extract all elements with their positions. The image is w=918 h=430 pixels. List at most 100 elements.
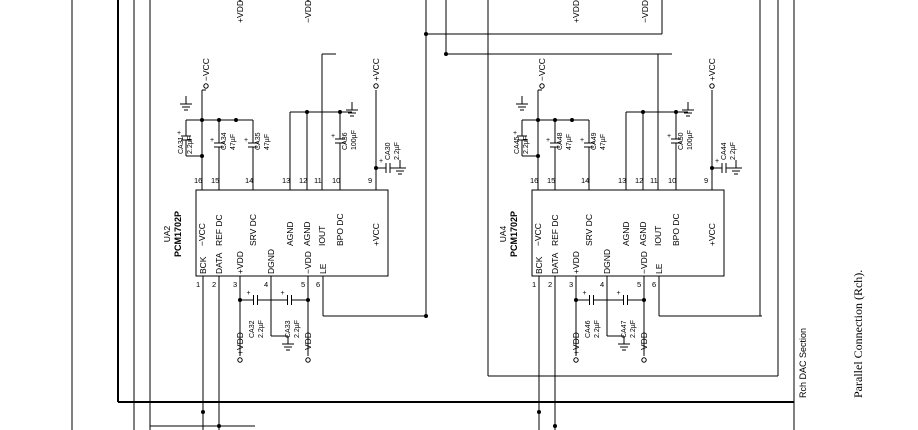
cap-value: 47µF (566, 134, 573, 150)
pin-num: 3 (569, 280, 573, 289)
pin-name: IOUT (317, 226, 327, 246)
pin-name: −VDD (303, 251, 313, 274)
cap-ref: CA35 (255, 132, 262, 150)
top-vdd-label-2: +VDD (571, 0, 581, 23)
top-vdd-label: +VDD (235, 0, 245, 23)
pin-num: 1 (196, 280, 200, 289)
cap-ref: CA44 (721, 142, 728, 160)
chip-body (531, 189, 725, 277)
pin-name: SRV DC (584, 214, 594, 246)
cap-value: 100µF (687, 130, 694, 150)
pin-name: SRV DC (248, 214, 258, 246)
svg-text:+: + (583, 290, 587, 297)
svg-text:+: + (210, 137, 214, 144)
pin-num: 9 (368, 176, 372, 185)
cap-value: 47µF (230, 134, 237, 150)
pin-num: 2 (212, 280, 216, 289)
pin-name: DATA (550, 252, 560, 274)
pin-num: 4 (264, 280, 268, 289)
cap-value: 47µF (600, 134, 607, 150)
pin-num: 4 (600, 280, 604, 289)
pin-num: 16 (530, 176, 538, 185)
chip-ref: UA2 (162, 225, 172, 242)
pin-name: AGND (285, 221, 295, 246)
pin-num: 14 (581, 176, 589, 185)
cap-ref: CA32 (249, 320, 256, 338)
pin-name: REF DC (214, 214, 224, 246)
pin-num: 15 (211, 176, 219, 185)
pin-name: DATA (214, 252, 224, 274)
pin-num: 3 (233, 280, 237, 289)
pin-name: REF DC (550, 214, 560, 246)
cap-value: 2.2µF (730, 142, 737, 160)
cap-ref: CA33 (285, 320, 292, 338)
rail-vdd-terminal (573, 357, 579, 363)
svg-text:+: + (513, 130, 517, 137)
pin-name: +VDD (571, 251, 581, 274)
svg-text:+: + (667, 133, 671, 140)
pin-name: +VCC (707, 223, 717, 246)
cap-value: 2.2µF (630, 320, 637, 338)
pin-name: −VDD (639, 251, 649, 274)
pin-num: 5 (301, 280, 305, 289)
rail-neg-vdd: −VDD (639, 332, 649, 355)
pin-name: AGND (638, 221, 648, 246)
pin-name: +VDD (235, 251, 245, 274)
cap-value: 47µF (264, 134, 271, 150)
svg-text:+: + (379, 158, 383, 165)
cap-ref: CA31 (178, 136, 185, 154)
cap-value: 2.2µF (187, 136, 194, 154)
rail-neg-vcc: −VCC (201, 58, 211, 81)
pin-num: 1 (532, 280, 536, 289)
cap-value: 2.2µF (394, 142, 401, 160)
pin-name: LE (654, 263, 664, 274)
cap-ref: CA48 (557, 132, 564, 150)
pin-num: 5 (637, 280, 641, 289)
svg-text:+: + (331, 133, 335, 140)
rail-neg-vcc-terminal (203, 83, 209, 89)
chip-ref: UA4 (498, 225, 508, 242)
cap-value: 2.2µF (594, 320, 601, 338)
pin-name: −VCC (533, 223, 543, 246)
rail-neg-vdd-terminal (305, 357, 311, 363)
cap-ref: CA46 (585, 320, 592, 338)
cap-ref: CA47 (621, 320, 628, 338)
cap-ref: CA30 (385, 142, 392, 160)
chip-body (195, 189, 389, 277)
pin-num: 12 (635, 176, 643, 185)
pin-num: 2 (548, 280, 552, 289)
top-neg-vdd-label: −VDD (303, 0, 313, 23)
rail-neg-vcc: −VCC (537, 58, 547, 81)
svg-text:+: + (715, 158, 719, 165)
pin-name: IOUT (653, 226, 663, 246)
svg-text:+: + (580, 137, 584, 144)
cap-value: 100µF (351, 130, 358, 150)
rail-vdd-terminal (237, 357, 243, 363)
pin-name: LE (318, 263, 328, 274)
pin-name: AGND (302, 221, 312, 246)
rail-vdd: +VDD (235, 332, 245, 355)
pin-name: BPO DC (335, 213, 345, 246)
svg-text:+: + (281, 290, 285, 297)
rail-vcc: +VCC (707, 58, 717, 81)
pin-name: −VCC (197, 223, 207, 246)
pin-num: 16 (194, 176, 202, 185)
pin-name: AGND (621, 221, 631, 246)
cap-ref: CA34 (221, 132, 228, 150)
pin-num: 13 (282, 176, 290, 185)
pin-name: DGND (602, 249, 612, 274)
pin-num: 11 (314, 176, 322, 185)
section-label: Rch DAC Section (798, 328, 808, 398)
cap-ref: CA45 (514, 136, 521, 154)
pin-name: BCK (534, 256, 544, 274)
cap-value: 2.2µF (258, 320, 265, 338)
pin-num: 15 (547, 176, 555, 185)
chip-part: PCM1702P (509, 211, 519, 257)
pin-num: 6 (316, 280, 320, 289)
pin-num: 12 (299, 176, 307, 185)
cap-ref: CA49 (591, 132, 598, 150)
cap-value: 2.2µF (294, 320, 301, 338)
